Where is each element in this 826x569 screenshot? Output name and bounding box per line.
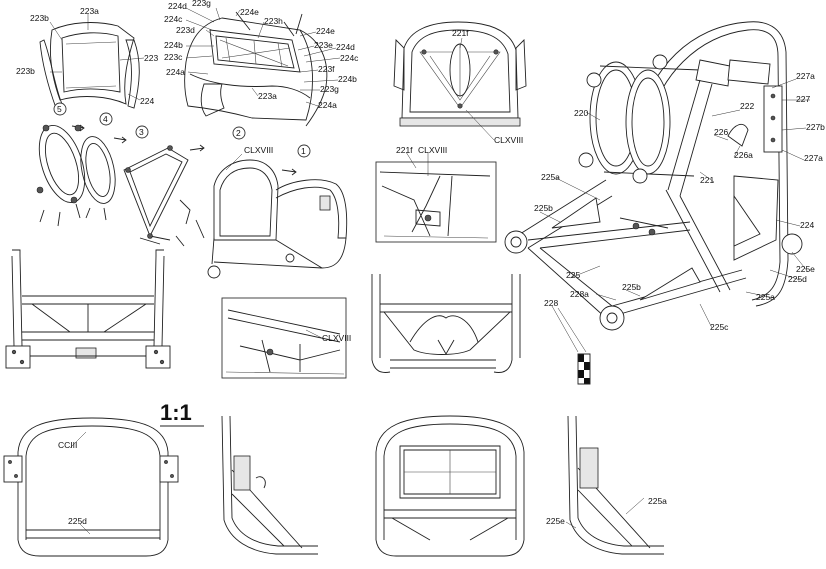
frame-front-221f-drawing (393, 21, 527, 127)
label-clxviii-detail: CLXVIII (418, 145, 447, 155)
step-1-number: 1 (301, 146, 306, 156)
label-223h: 223h (264, 16, 283, 26)
nacelle-224-drawing (184, 11, 328, 127)
detail-box-clxviii (221, 297, 347, 379)
marker-228-drawing (577, 353, 591, 385)
shield-223-drawing (39, 22, 140, 109)
label-224c-left: 224c (164, 14, 183, 24)
label-224a-bottom: 224a (318, 100, 337, 110)
scale-label: 1:1 (160, 400, 192, 425)
label-223e: 223e (314, 40, 333, 50)
label-223: 223 (144, 53, 158, 63)
leader-lines-221f (459, 37, 495, 141)
leader-line-clxviii-assembly (225, 153, 243, 171)
label-223g-right: 223g (320, 84, 339, 94)
label-ccii: CCIII (58, 440, 77, 450)
label-223b-left: 223b (16, 66, 35, 76)
label-223b-top: 223b (30, 13, 49, 23)
label-223a-bottom: 223a (258, 91, 277, 101)
label-226: 226 (714, 127, 728, 137)
step-2-number: 2 (236, 128, 241, 138)
template-frame-front-ccii (3, 417, 179, 557)
label-224b-left: 224b (164, 40, 183, 50)
step-markers (53, 102, 311, 158)
label-223g-top: 223g (192, 0, 211, 8)
ring-step-5-drawing (36, 124, 86, 227)
template-side-225 (565, 415, 664, 555)
label-223f: 223f (318, 64, 335, 74)
label-224d-right: 224d (336, 42, 355, 52)
label-225d-bottom: 225d (68, 516, 87, 526)
label-228a: 228a (570, 289, 589, 299)
detail-clxviii-drawing (225, 309, 345, 375)
frame-bottom-view-drawing (371, 274, 521, 373)
label-227: 227 (796, 94, 810, 104)
template-side-arm (221, 415, 318, 555)
label-223c: 223c (164, 52, 183, 62)
label-223d: 223d (176, 25, 195, 35)
ring-step-4-drawing (80, 136, 116, 221)
detail-221f-drawing (379, 171, 491, 239)
leader-lines-223 (49, 14, 145, 101)
leader-lines-detail-221f (405, 151, 429, 176)
label-222: 222 (740, 101, 754, 111)
label-228: 228 (544, 298, 558, 308)
label-224e-top: 224e (240, 7, 259, 17)
label-224a-left: 224a (166, 67, 185, 77)
label-225-main: 225 (566, 270, 580, 280)
frame-step-1-drawing (207, 159, 348, 279)
label-225b-lower: 225b (622, 282, 641, 292)
step-3-number: 3 (139, 127, 144, 137)
frame-step-3-drawing (123, 145, 205, 247)
label-225e-right: 225e (796, 264, 815, 274)
label-221f-detail: 221f (396, 145, 413, 155)
detail-box-221f (375, 161, 497, 243)
template-frame-with-window (375, 415, 525, 557)
label-225a-bottom: 225a (648, 496, 667, 506)
label-224c-right: 224c (340, 53, 359, 63)
label-225d-right: 225d (788, 274, 807, 284)
leader-line-clxviii-mid (305, 329, 323, 339)
label-225e-bottom: 225e (546, 516, 565, 526)
label-227a-bottom: 227a (804, 153, 823, 163)
step-5-number: 5 (57, 104, 62, 114)
label-224-right: 224 (800, 220, 814, 230)
label-224-left: 224 (140, 96, 154, 106)
step-4-number: 4 (103, 114, 108, 124)
main-assembly-drawing (504, 21, 803, 331)
frame-back-view-drawing (5, 249, 171, 369)
label-225a-upper: 225a (541, 172, 560, 182)
leader-lines-main-assembly (539, 78, 810, 353)
label-227a-top: 227a (796, 71, 815, 81)
label-220: 220 (574, 108, 588, 118)
label-224d-top: 224d (168, 1, 187, 11)
label-clxviii-assembly: CLXVIII (244, 145, 273, 155)
label-221f-top: 221f (452, 28, 469, 38)
label-224b-right: 224b (338, 74, 357, 84)
label-225b-upper: 225b (534, 203, 553, 213)
label-225c: 225c (710, 322, 729, 332)
label-clxviii-mid: CLXVIII (322, 333, 351, 343)
label-224e-right: 224e (316, 26, 335, 36)
label-227b: 227b (806, 122, 825, 132)
leader-lines-224 (185, 7, 341, 107)
label-221: 221 (700, 175, 714, 185)
label-225a-lower: 225a (756, 292, 775, 302)
label-223a: 223a (80, 6, 99, 16)
label-226a: 226a (734, 150, 753, 160)
label-clxviii-top: CLXVIII (494, 135, 523, 145)
